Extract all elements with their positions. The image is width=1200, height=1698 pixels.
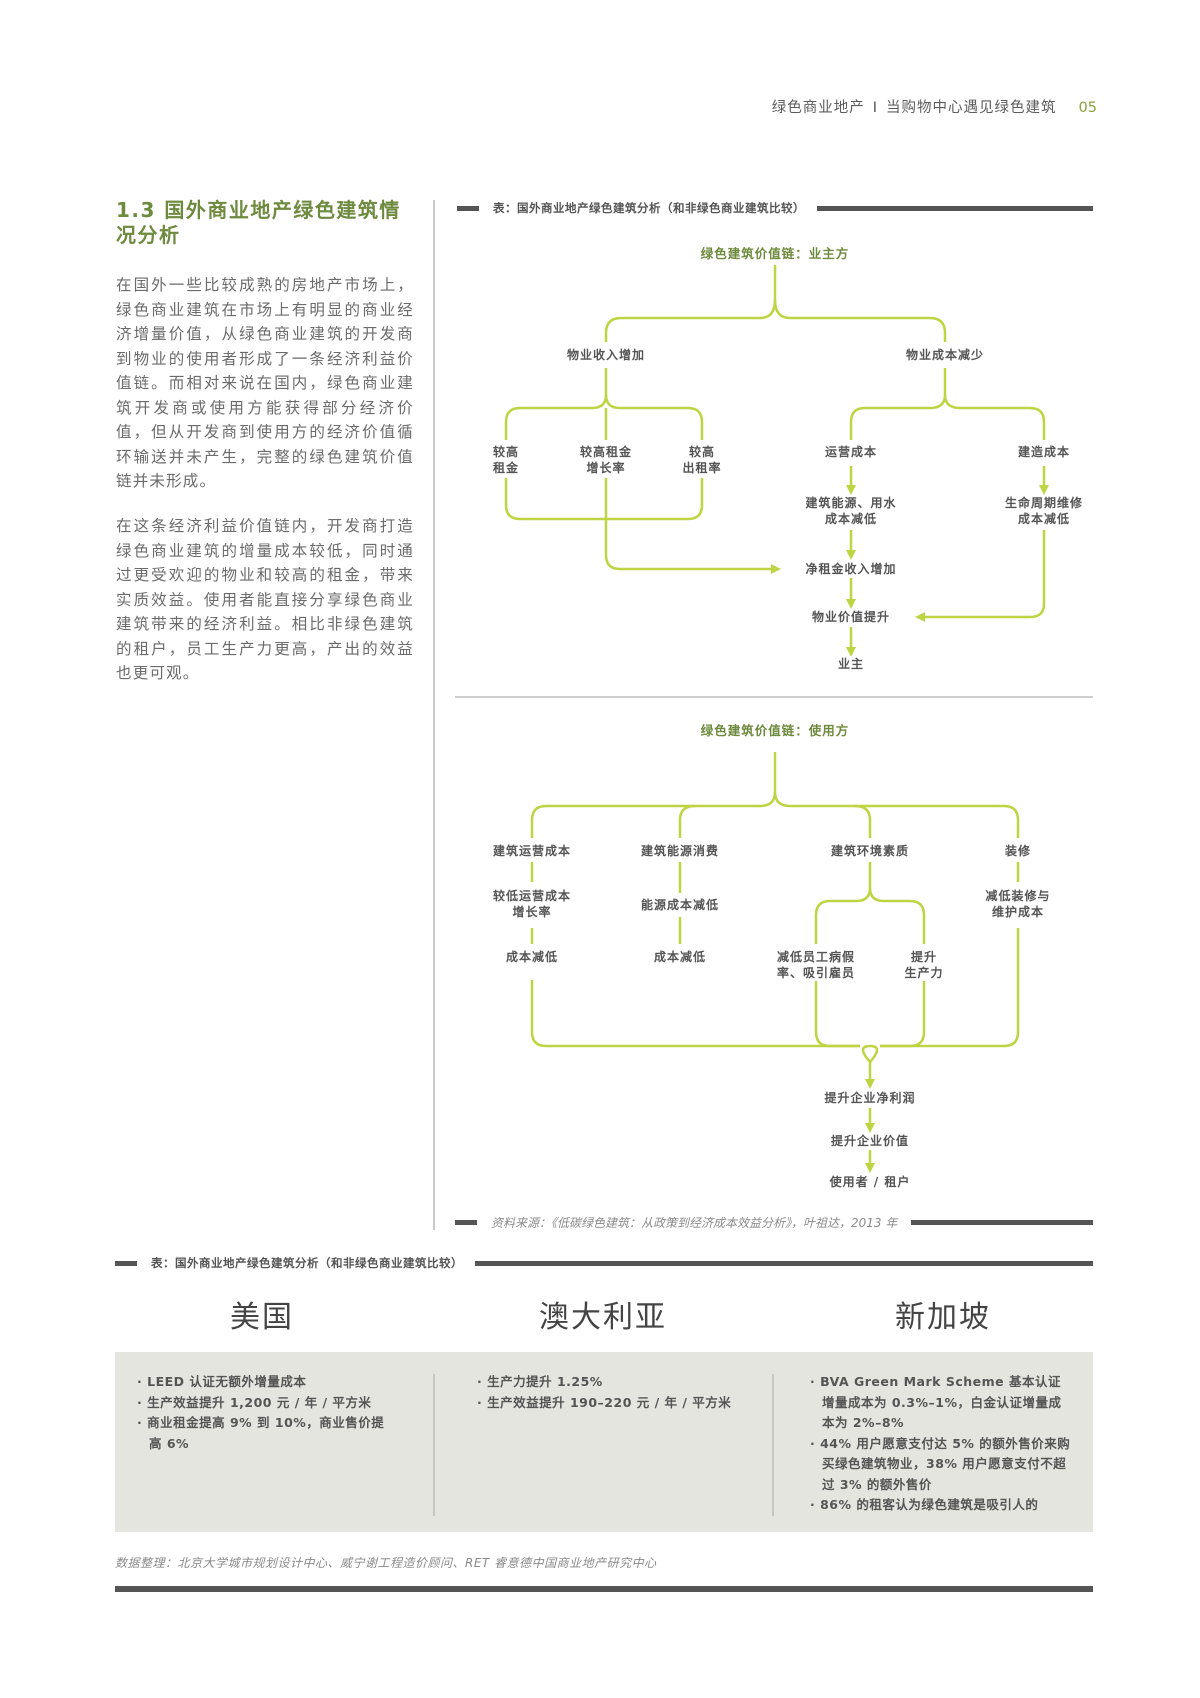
diagram-separator bbox=[455, 696, 1093, 698]
comparison-table-title: 表：国外商业地产绿色建筑分析（和非绿色商业建筑比较） bbox=[115, 1255, 1093, 1271]
source-dash bbox=[455, 1220, 477, 1225]
node-tenant: 使用者 / 租户 bbox=[829, 1174, 911, 1190]
column-divider bbox=[772, 1374, 774, 1516]
header-separator: I bbox=[872, 100, 879, 116]
footer-bar bbox=[115, 1586, 1093, 1592]
user-chain-title: 绿色建筑价值链：使用方 bbox=[700, 723, 850, 738]
australia-point: 生产效益提升 190–220 元 / 年 / 平方米 bbox=[477, 1393, 767, 1414]
node-lower-fitout-cost: 减低装修与 维护成本 bbox=[985, 888, 1051, 920]
node-cost-down-2: 成本减低 bbox=[653, 949, 707, 965]
node-energy-water-cost: 建筑能源、用水 成本减低 bbox=[805, 495, 897, 527]
australia-point: 生产力提升 1.25% bbox=[477, 1372, 767, 1393]
node-enterprise-value-up: 提升企业价值 bbox=[830, 1133, 910, 1149]
header-section: 绿色商业地产 bbox=[771, 100, 865, 116]
country-singapore: 新加坡 bbox=[895, 1300, 991, 1335]
node-operating-cost: 运营成本 bbox=[824, 444, 878, 460]
usa-point: 生产效益提升 1,200 元 / 年 / 平方米 bbox=[137, 1393, 397, 1414]
section-title: 1.3 国外商业地产绿色建筑情况分析 bbox=[116, 198, 401, 247]
node-net-profit-up: 提升企业净利润 bbox=[824, 1090, 916, 1106]
node-fitout: 装修 bbox=[1004, 843, 1032, 859]
title-bar bbox=[475, 1260, 1093, 1266]
source-text: 资料来源：《低碳绿色建筑：从政策到经济成本效益分析》，叶祖达，2013 年 bbox=[491, 1216, 898, 1230]
node-lifecycle-maintenance: 生命周期维修 成本减低 bbox=[1004, 495, 1084, 527]
country-australia: 澳大利亚 bbox=[539, 1300, 667, 1335]
body-paragraph-1: 在国外一些比较成熟的房地产市场上，绿色商业建筑在市场上有明显的商业经济增量价值，… bbox=[116, 276, 414, 490]
usa-point: 商业租金提高 9% 到 10%，商业售价提高 6% bbox=[137, 1413, 397, 1454]
node-higher-rent-growth: 较高租金 增长率 bbox=[579, 444, 633, 476]
body-paragraph-2: 在这条经济利益价值链内，开发商打造绿色商业建筑的增量成本较低，同时通过更受欢迎的… bbox=[116, 517, 414, 682]
title-bar bbox=[817, 205, 1093, 211]
source-bar bbox=[911, 1220, 1093, 1225]
node-construction-cost: 建造成本 bbox=[1017, 444, 1071, 460]
node-energy-consumption: 建筑能源消费 bbox=[640, 843, 720, 859]
diagram-table-title: 表：国外商业地产绿色建筑分析（和非绿色商业建筑比较） bbox=[457, 200, 1093, 216]
node-reduce-sick-leave: 减低员工病假 率、吸引雇员 bbox=[776, 949, 856, 981]
node-higher-rent: 较高 租金 bbox=[492, 444, 520, 476]
comparison-title-text: 表：国外商业地产绿色建筑分析（和非绿色商业建筑比较） bbox=[151, 1256, 463, 1270]
title-dash bbox=[457, 205, 479, 211]
node-environment-quality: 建筑环境素质 bbox=[830, 843, 910, 859]
node-higher-occupancy: 较高 出租率 bbox=[682, 444, 722, 476]
comparison-panel: LEED 认证无额外增量成本 生产效益提升 1,200 元 / 年 / 平方米 … bbox=[115, 1352, 1093, 1532]
node-cost-reduction: 物业成本减少 bbox=[905, 347, 985, 363]
node-property-value-up: 物业价值提升 bbox=[811, 609, 891, 625]
node-net-rent-increase: 净租金收入增加 bbox=[805, 561, 897, 577]
node-building-operating-cost: 建筑运营成本 bbox=[492, 843, 572, 859]
data-note: 数据整理：北京大学城市规划设计中心、威宁谢工程造价顾问、RET 睿意德中国商业地… bbox=[115, 1556, 657, 1570]
header-title: 当购物中心遇见绿色建筑 bbox=[886, 100, 1057, 116]
node-owner: 业主 bbox=[837, 656, 865, 672]
page-number: 05 bbox=[1078, 100, 1097, 116]
node-cost-down-1: 成本减低 bbox=[505, 949, 559, 965]
node-revenue-increase: 物业收入增加 bbox=[566, 347, 646, 363]
singapore-point: 44% 用户愿意支付达 5% 的额外售价来购买绿色建筑物业，38% 用户愿意支付… bbox=[810, 1434, 1072, 1496]
singapore-points: BVA Green Mark Scheme 基本认证增量成本为 0.3%–1%，… bbox=[810, 1372, 1072, 1516]
node-lower-opex-growth: 较低运营成本 增长率 bbox=[492, 888, 572, 920]
singapore-point: BVA Green Mark Scheme 基本认证增量成本为 0.3%–1%，… bbox=[810, 1372, 1072, 1434]
title-dash bbox=[115, 1260, 137, 1266]
australia-points: 生产力提升 1.25% 生产效益提升 190–220 元 / 年 / 平方米 bbox=[477, 1372, 767, 1413]
singapore-point: 86% 的租客认为绿色建筑是吸引人的 bbox=[810, 1495, 1072, 1516]
diagram-source: 资料来源：《低碳绿色建筑：从政策到经济成本效益分析》，叶祖达，2013 年 bbox=[455, 1214, 1093, 1231]
running-header: 绿色商业地产 I 当购物中心遇见绿色建筑 05 bbox=[772, 96, 1097, 117]
column-divider bbox=[433, 200, 435, 1230]
owner-chain-title: 绿色建筑价值链：业主方 bbox=[700, 246, 850, 261]
node-productivity-up: 提升 生产力 bbox=[904, 949, 944, 981]
column-divider bbox=[433, 1374, 435, 1516]
usa-point: LEED 认证无额外增量成本 bbox=[137, 1372, 397, 1393]
diagram-title-text: 表：国外商业地产绿色建筑分析（和非绿色商业建筑比较） bbox=[493, 201, 805, 215]
usa-points: LEED 认证无额外增量成本 生产效益提升 1,200 元 / 年 / 平方米 … bbox=[137, 1372, 397, 1454]
country-usa: 美国 bbox=[230, 1300, 294, 1335]
node-energy-cost-down: 能源成本减低 bbox=[640, 897, 720, 913]
